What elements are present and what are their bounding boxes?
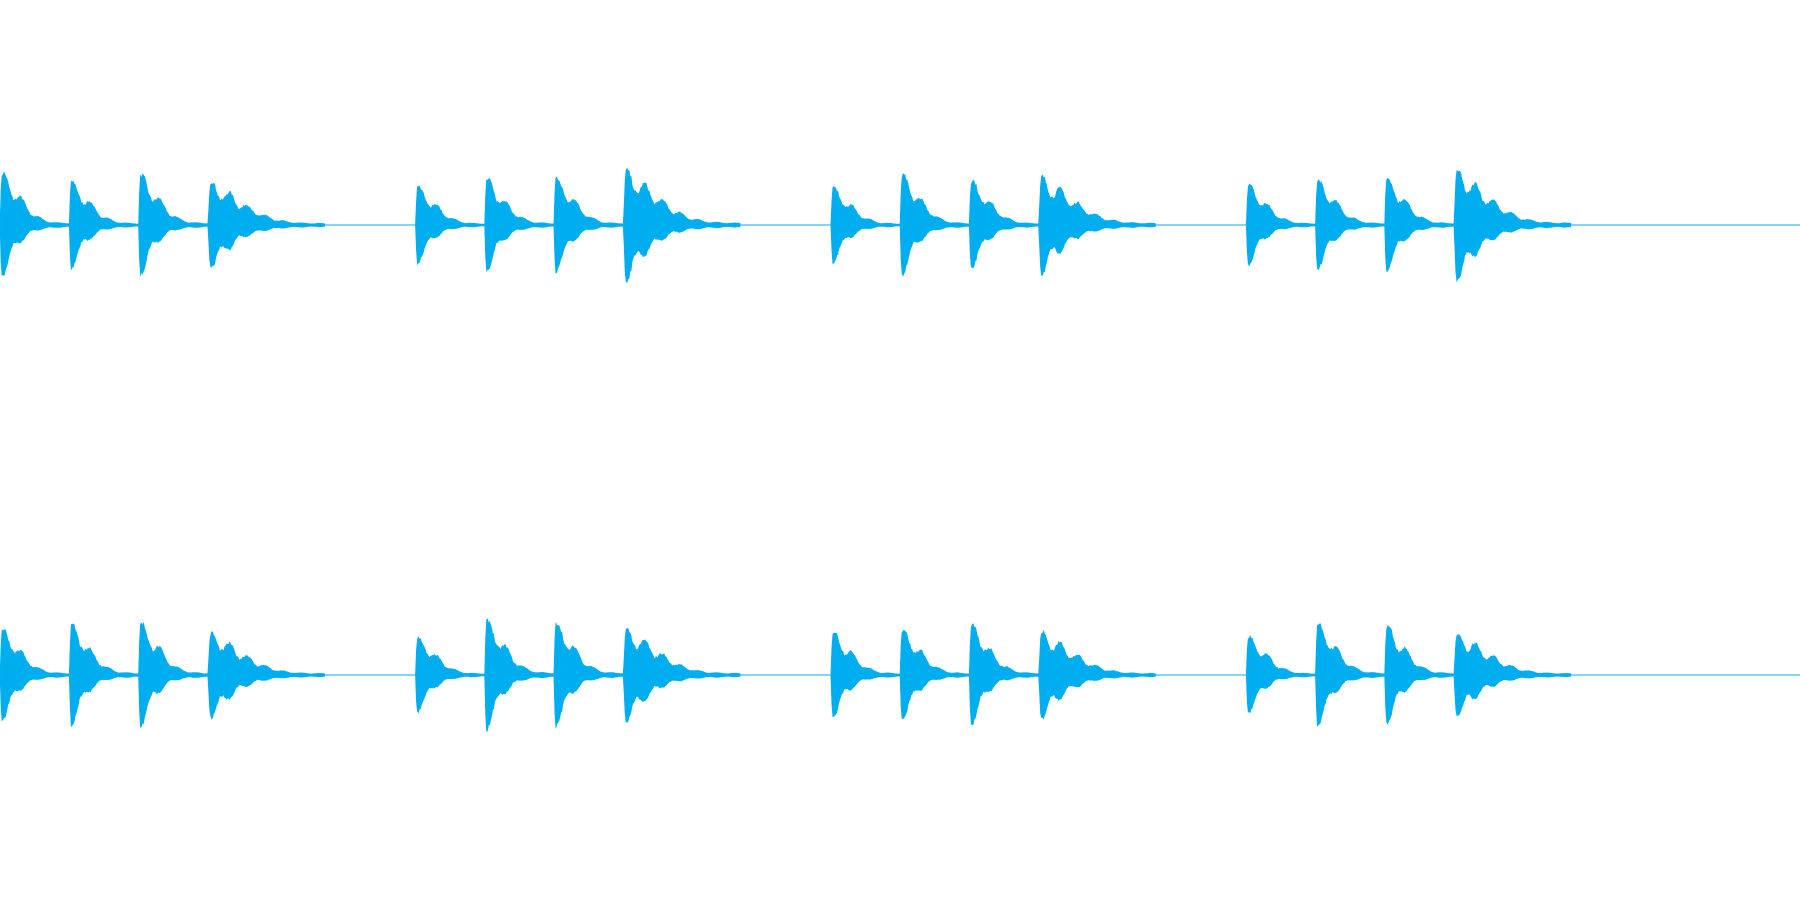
channel-1-group-3-hit-1 bbox=[830, 185, 901, 264]
channel-1-group-2-hit-1 bbox=[415, 185, 485, 265]
channel-1-group-3-hit-3 bbox=[968, 179, 1039, 269]
channel-2-group-4-hit-4 bbox=[1453, 634, 1572, 716]
channel-2-group-1-hit-2 bbox=[68, 623, 139, 728]
channel-2-group-2-hit-4 bbox=[622, 628, 741, 723]
channel-1-group-4-hit-3 bbox=[1384, 178, 1454, 272]
channel-2-group-2-hit-2 bbox=[484, 618, 554, 733]
channel-2-group-3-hit-4 bbox=[1038, 630, 1156, 720]
channel-2-group-3-hit-3 bbox=[968, 622, 1039, 726]
channel-2-group-4-hit-1 bbox=[1245, 634, 1316, 714]
channel-1-group-4-hit-1 bbox=[1245, 183, 1316, 267]
channel-1-group-4-hit-4 bbox=[1453, 169, 1572, 283]
channel-2-group-3-hit-1 bbox=[830, 632, 901, 717]
channel-2-group-2-hit-1 bbox=[415, 635, 485, 714]
channel-2-group-4-hit-2 bbox=[1315, 623, 1385, 728]
channel-2-group-1-hit-1 bbox=[0, 628, 70, 722]
channel-1-group-1-hit-2 bbox=[68, 180, 139, 271]
channel-1-group-3-hit-4 bbox=[1038, 174, 1156, 276]
channel-1-group-1-hit-4 bbox=[207, 182, 325, 268]
channel-2-group-1-hit-4 bbox=[207, 630, 325, 720]
channel-1-group-2-hit-2 bbox=[484, 177, 554, 273]
channel-2-group-1-hit-3 bbox=[138, 621, 208, 729]
channel-1-group-2-hit-3 bbox=[553, 176, 624, 274]
channel-1-group-2-hit-4 bbox=[622, 167, 741, 283]
channel-1-group-4-hit-2 bbox=[1315, 179, 1385, 271]
channel-2-group-3-hit-2 bbox=[899, 629, 970, 720]
channel-2-group-4-hit-3 bbox=[1384, 625, 1454, 725]
channel-1-group-1-hit-3 bbox=[138, 173, 208, 277]
channel-2-group-2-hit-3 bbox=[553, 622, 624, 729]
channel-1-group-3-hit-2 bbox=[899, 172, 970, 277]
channel-1-group-1-hit-1 bbox=[0, 171, 70, 277]
